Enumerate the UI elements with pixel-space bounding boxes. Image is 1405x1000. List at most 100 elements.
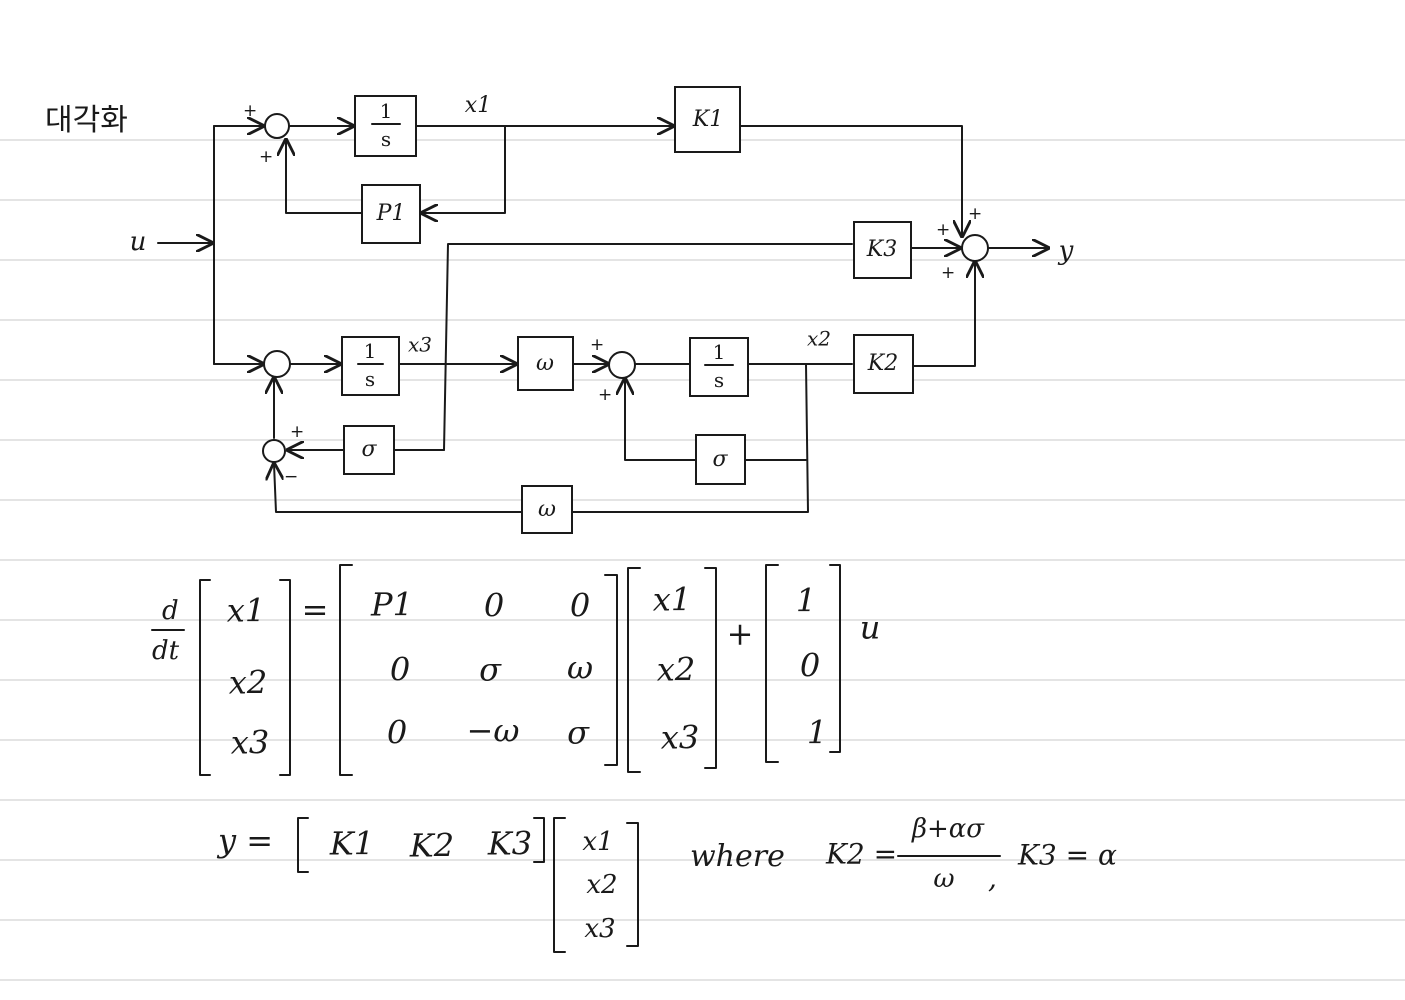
matrix-a-cell: 0	[484, 587, 504, 625]
bracket-left	[765, 564, 779, 763]
label-text: K1	[692, 107, 723, 132]
k2-denominator: ω	[933, 864, 954, 894]
sum-junction-right	[608, 351, 636, 379]
label-text: +	[259, 147, 273, 167]
bracket-left	[339, 564, 353, 776]
matrix-c-cell: K3	[487, 825, 532, 863]
state-x1: x1	[582, 827, 613, 857]
matrix-a-cell: σ	[479, 651, 502, 689]
label-text: +	[290, 422, 304, 442]
input-label-u: u	[130, 227, 147, 257]
k2-definition-lhs: K2 =	[825, 838, 897, 871]
matrix-a-cell: 0	[390, 651, 410, 689]
connector-line	[739, 125, 962, 236]
bracket-right	[829, 564, 841, 753]
block-outline	[689, 337, 749, 397]
where-text: where	[690, 839, 785, 874]
label-text: ω	[538, 497, 556, 522]
block-outline	[341, 336, 400, 396]
label-text: s	[365, 367, 375, 391]
state-equation: d dt x1 x2 x3 = P1 0 0 0 σ ω 0 −ω σ x1 x…	[151, 564, 881, 776]
integrator-block-right: 1 s	[689, 337, 749, 397]
connector-line	[443, 243, 853, 451]
state-x1: x1	[227, 592, 265, 630]
omega-feedback-block: ω	[521, 485, 573, 534]
state-x2: x2	[657, 651, 695, 689]
integrator-block-mid: 1 s	[341, 336, 400, 396]
matrix-b-cell: 1	[796, 582, 816, 620]
derivative-numerator: d	[162, 596, 179, 626]
sum-junction-top	[264, 113, 290, 139]
label-text: +	[968, 204, 982, 224]
bracket-right	[533, 817, 545, 863]
matrix-a-cell: σ	[567, 714, 590, 752]
k3-definition: K3 = α	[1017, 839, 1117, 872]
state-x2: x2	[229, 664, 267, 702]
bracket-left	[297, 817, 309, 873]
sign-marks: + + + + + + + + −	[243, 101, 982, 487]
signal-label-x3: x3	[408, 333, 432, 357]
state-x3: x3	[231, 724, 269, 762]
omega-forward-block: ω	[517, 336, 574, 391]
label-text: +	[936, 220, 950, 240]
matrix-b-cell: 1	[807, 714, 827, 752]
sum-junction-output	[961, 234, 989, 262]
label-text: +	[590, 335, 604, 355]
matrix-a-cell: −ω	[467, 712, 520, 750]
comma: ,	[988, 862, 997, 895]
integrator-block-top: 1 s	[354, 95, 417, 157]
p1-block: P1	[361, 184, 421, 244]
matrix-a-cell: P1	[370, 586, 413, 624]
block-outline	[343, 425, 395, 475]
label-text: s	[381, 127, 391, 151]
bracket-right	[604, 574, 618, 766]
label-text: s	[714, 368, 724, 392]
equals-sign: =	[302, 591, 329, 629]
label-text: K3	[866, 237, 897, 262]
label-text: −	[284, 467, 298, 487]
block-outline	[674, 86, 741, 153]
connector-line	[571, 363, 809, 513]
connector-line	[274, 464, 523, 513]
matrix-a-cell: 0	[387, 714, 407, 752]
bracket-left	[199, 579, 211, 776]
bracket-left	[553, 817, 566, 953]
sum-junction-mid	[263, 350, 291, 378]
block-outline	[853, 334, 914, 394]
sigma-block-left: σ	[343, 425, 395, 475]
k2-numerator: β+ασ	[911, 814, 985, 844]
k1-block: K1	[674, 86, 741, 153]
label-text: K2	[867, 351, 898, 376]
k3-block: K3	[853, 221, 912, 279]
label-text: +	[243, 101, 257, 121]
bracket-left	[627, 567, 641, 773]
sigma-block-right: σ	[695, 434, 746, 485]
matrix-c-cell: K2	[409, 827, 454, 865]
plus-sign: +	[727, 615, 754, 653]
bracket-right	[279, 579, 291, 776]
block-outline	[521, 485, 573, 534]
label-text: P1	[376, 201, 406, 226]
signal-lines	[157, 125, 1048, 513]
connector-line	[286, 140, 363, 214]
label-text: +	[941, 263, 955, 283]
label-text: 1	[364, 339, 377, 363]
derivative-denominator: dt	[152, 636, 180, 666]
output-lhs: y =	[216, 822, 273, 860]
label-text: σ	[712, 447, 728, 472]
bracket-right	[704, 567, 717, 769]
signal-label-x2: x2	[807, 327, 831, 351]
state-x3: x3	[661, 719, 699, 757]
block-outline	[695, 434, 746, 485]
output-equation: y = K1 K2 K3 x1 x2 x3 where K2 = β+ασ ω …	[216, 814, 1117, 953]
input-u: u	[860, 609, 881, 647]
state-x3: x3	[584, 914, 615, 944]
matrix-a-cell: 0	[570, 587, 590, 625]
matrix-b-cell: 0	[800, 647, 820, 685]
label-text: 1	[380, 99, 393, 123]
label-text: ω	[536, 351, 554, 376]
state-x2: x2	[586, 870, 617, 900]
connector-line	[625, 379, 697, 461]
connector-line	[912, 262, 975, 367]
